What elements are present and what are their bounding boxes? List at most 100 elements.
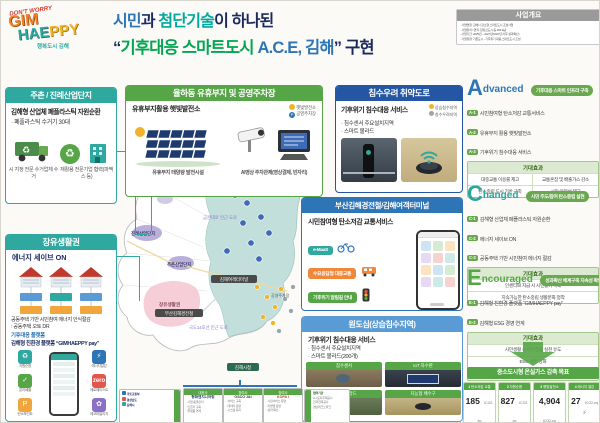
lrt-line1: 시민참여형 탄소저감 교통서비스 <box>308 219 393 226</box>
ace-item-text: 공동주택 기반 시민참여 에너지 절감 <box>479 256 552 262</box>
title-ace: A.C.E, 김해 <box>253 39 334 57</box>
bollard-wifi-icon <box>416 151 442 174</box>
ace-chip: A-3 <box>467 148 478 155</box>
overview-item: · 사업기간: 2025년 ~ 2027년(2027년 이후 성과확산) <box>460 32 520 36</box>
bus-icon <box>361 267 376 277</box>
floodroad-line1: 기후위기 침수대응 서비스 <box>341 107 408 114</box>
yulha-legend: 햇빛발전소 P 공영주차장 <box>289 104 316 118</box>
title-guhyun: 구현 <box>341 39 375 57</box>
ace-chip: A-2 <box>467 129 478 135</box>
ace-chip: C-2 <box>467 235 478 241</box>
drt-pill: 수요응답형 대중교통 <box>308 268 357 279</box>
connector-line <box>151 197 152 231</box>
ai-parking-camera-graphic <box>237 127 310 160</box>
jangyu-body1: 공동주택 기반 시민참여 에너지 인식절감 <box>11 317 91 323</box>
overview-item: · 사업유형: 기존도시 - 기후위기 대응 스마트도시 조성 <box>460 36 521 41</box>
col-bullet: · 성과 확산 <box>266 408 279 412</box>
oldtown-card: IoT 차수판 <box>385 362 461 387</box>
ace-e-word: ncouraged <box>481 274 533 285</box>
col-header: 참여사 <box>224 389 262 395</box>
ace-chip: E-2 <box>467 319 478 325</box>
col-header: 대표사 <box>184 389 222 395</box>
app-icon-energy: ⚡ <box>92 350 106 364</box>
app-icon-sorting: ✓ <box>18 374 32 388</box>
jangyu-body4: 김해형 친환경 플랫폼 “GIMHAEPPY pay” <box>11 341 100 347</box>
overview-item: · 사업위치 / 면적: 장유신도시 등 463.3㎢ <box>460 27 506 32</box>
down-arrow-icon <box>511 342 555 366</box>
emaas-pill: e-MaaS <box>308 246 333 255</box>
ghg-goal-cards: 1 탄소저감 교통 185 tCO2-eq ⛟ 2 자원순환 827 tCO2-… <box>463 382 599 423</box>
oldtown-bullet1: · 침수센서 주요설치지역 <box>308 346 361 352</box>
flood-sensor-photo <box>341 138 397 182</box>
page-title: 시민과 첨단기술이 하나된 “기후대응 스마트도시 A.C.E, 김해” 구현 <box>113 7 453 58</box>
ace-chip: C-3 <box>467 254 478 261</box>
logo-subtitle: 행복도시 김해 <box>37 43 69 50</box>
title-quote-close: ” <box>333 39 342 57</box>
gov-row: 경상남도 <box>126 397 137 402</box>
col-bullet: · 시민서비스 운영 <box>266 399 286 403</box>
jangyu-title: 장유생활권 <box>6 235 116 250</box>
title-gwa: 과 <box>140 13 159 30</box>
yulha-line1: 유휴부지활용 햇빛발전소 <box>132 106 200 113</box>
map-label-jangyu: 장유생활권 <box>159 301 180 308</box>
title-simin: 시민 <box>113 13 142 30</box>
card-value: 185 <box>465 396 480 406</box>
map-jinrye-complex <box>132 225 162 241</box>
recycle-bag-icon: ♻ <box>59 144 80 164</box>
ace-e-pill: 성과확산 체계구축 지속성 확보 <box>540 275 599 286</box>
gov-row: 김해시 <box>126 403 135 407</box>
col-company: 평화엔지니어링 <box>191 395 215 399</box>
ace-c-pill: 시민 주도/참여 탄소중립 실현 <box>525 191 590 202</box>
jangyu-subtitle: 에너지 세이브 ON <box>12 253 67 262</box>
col-bullet: · 서비스 구축 <box>226 399 241 403</box>
oldtown-title: 원도심(상습침수지역) <box>302 317 462 332</box>
energy-icon: ⚡ <box>582 410 587 417</box>
app-icon-mileage: ✿ <box>92 398 106 412</box>
card-no: 4 <box>574 385 577 389</box>
legend-label: 상습침수지역 <box>434 105 457 110</box>
map-pill-cityhall: 김해시청 <box>227 363 259 371</box>
ace-chip: C-1 <box>467 215 478 222</box>
connector-line <box>117 256 139 257</box>
app-label: 에코마일리지 <box>89 412 109 416</box>
recycle-truck-icon: ♻ <box>15 142 49 162</box>
ace-item-text: 기후위기 침수대응 서비스 <box>479 150 532 156</box>
effects-title: 기대효과 <box>468 268 598 279</box>
floodroad-title: 침수우려 취약도로 <box>336 86 462 101</box>
eco-app-cluster: ♻ 자원순환 ✓ 분리배출 P 탄소포인트 ⚡ 에 <box>6 350 116 420</box>
climate-route-pill: 기후위기 알림길 안내 <box>308 292 358 303</box>
apartment-energy-diagram <box>19 267 103 314</box>
connector-line <box>139 256 140 301</box>
partner-row: 한국전력공사 <box>313 400 329 404</box>
col-bullet: · 플랫폼 연계 <box>186 409 201 413</box>
ace-item-text: 김해형 ESG 경영 연계 <box>479 320 525 327</box>
ace-e-letter: E <box>467 265 482 290</box>
gov-row: 국토교통부 <box>126 392 140 396</box>
app-label: 제로웨이스트 <box>89 388 109 392</box>
card-unit: tCO2-eq <box>585 401 598 405</box>
app-icon-zero-waste: zero <box>92 374 106 388</box>
jucheon-industrial-box: 주촌 / 진례산업단지 김해형 산업체 폐플라스틱 자원순환 · 폐플라스틱 수… <box>5 87 117 204</box>
partner-row: 경남테크노파크 <box>313 404 331 409</box>
card-label: 자원순환 <box>509 385 523 389</box>
ace-a-word: dvanced <box>482 84 524 95</box>
ace-item-text: 김해형 친환경 플랫폼 “GIMHAEPPY pay” <box>479 301 563 307</box>
effects-title: 기대효과 <box>468 162 598 173</box>
card-value: 827 <box>500 396 515 406</box>
col-bullet: · 인프라 구축 <box>186 404 201 409</box>
oldtown-card-label: 지능형 배수구 <box>385 390 461 398</box>
app-label: 에너지절감 <box>91 364 107 368</box>
card-unit: tCO2-eq <box>512 401 529 423</box>
project-overview-box: 사업개요 · 사업명칭: 김해시 강소형 스마트도시 조성사업 · 사업위치 /… <box>456 9 599 45</box>
solar-panel-graphic <box>135 127 220 167</box>
floodroad-bullet2: · 스마트 볼라드 <box>341 129 375 135</box>
jucheon-caption1: 시 지정 전문 수거업체 수거 <box>8 167 59 180</box>
col-bullet: · 데이터 운영 <box>226 403 241 408</box>
card-label: 탄소저감 교통 <box>471 385 491 389</box>
jangyu-living-box: 장유생활권 에너지 세이브 ON 공동주택 기반 시민참여 에너지 인식절감 :… <box>5 234 117 422</box>
ace-item-text: 시민참여형 탄소저감 교통서비스 <box>479 111 545 117</box>
consortium-gov-box: 국토교통부 경상남도 김해시 <box>119 389 181 422</box>
flood-risk-dot <box>428 111 434 116</box>
